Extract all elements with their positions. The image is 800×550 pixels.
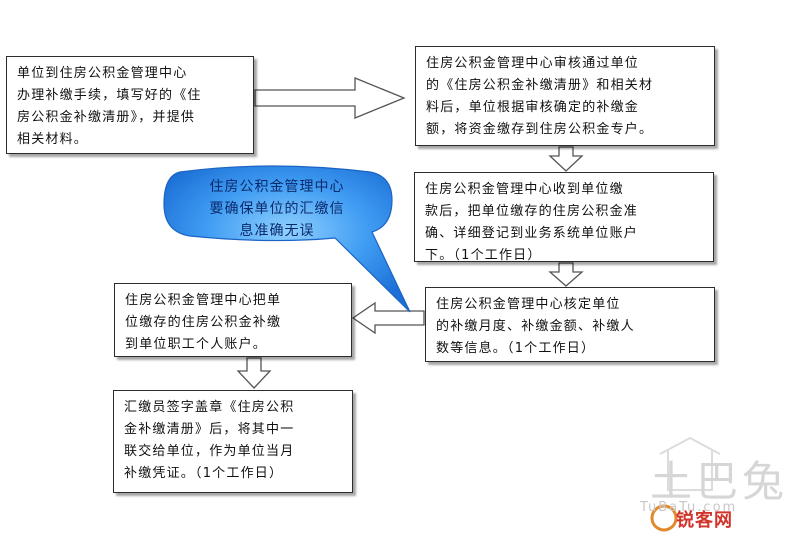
arrow-left-1 (351, 301, 425, 335)
watermark-logo-icon (650, 504, 678, 532)
step-box-line: 位缴存的住房公积金补缴 (125, 315, 282, 330)
arrow-down-1 (548, 146, 584, 172)
step-box-line: 下。（1个工作日） (425, 248, 542, 263)
watermark-house-icon (659, 436, 721, 491)
step-box-line: 金补缴清册》后，将其中一 (124, 422, 295, 437)
step-box-line: 联交给单位，作为单位当月 (124, 444, 295, 459)
callout-note: 住房公积金管理中心 要确保单位的汇缴信 息准确无误 (168, 176, 386, 242)
callout-line: 住房公积金管理中心 (209, 179, 345, 195)
watermark-subtext: TuBaTu.com (640, 500, 738, 515)
callout-line: 要确保单位的汇缴信 (209, 201, 345, 217)
callout-bubble (163, 165, 411, 313)
step-box-line: 房公积金补缴清册》，并提供 (17, 110, 196, 125)
arrow-right-1 (254, 77, 406, 119)
step-box-apply: 单位到住房公积金管理中心 办理补缴手续，填写好的《住 房公积金补缴清册》，并提供… (6, 56, 254, 154)
step-box-line: 数等信息。（1个工作日） (436, 341, 596, 356)
step-box-line: 住房公积金管理中心收到单位缴 (425, 182, 624, 197)
step-box-line: 到单位职工个人账户。 (125, 337, 268, 352)
step-box-line: 住房公积金管理中心核定单位 (436, 297, 621, 312)
step-box-line: 料后，单位根据审核确定的补缴金 (426, 100, 640, 115)
watermark-text: 土巴兔 (650, 457, 789, 506)
step-box-line: 的《住房公积金补缴清册》和相关材 (426, 78, 654, 93)
step-box-line: 住房公积金管理中心审核通过单位 (426, 56, 640, 71)
step-box-line: 额，将资金缴存到住房公积金专户。 (426, 122, 654, 137)
step-box-register: 住房公积金管理中心收到单位缴 款后，把单位缴存的住房公积金准 确、详细登记到业务… (414, 172, 714, 263)
arrow-down-3 (236, 357, 272, 389)
watermark-logo-label: 锐客网 (676, 510, 733, 531)
step-box-line: 确、详细登记到业务系统单位账户 (425, 226, 639, 241)
step-box-line: 相关材料。 (17, 132, 89, 147)
step-box-line: 的补缴月度、补缴金额、补缴人 (436, 319, 635, 334)
callout-line: 息准确无误 (239, 223, 315, 239)
step-box-sign-voucher: 汇缴员签字盖章《住房公积 金补缴清册》后，将其中一 联交给单位，作为单位当月 补… (113, 390, 353, 493)
step-box-line: 住房公积金管理中心把单 (125, 293, 282, 308)
step-box-line: 汇缴员签字盖章《住房公积 (124, 400, 295, 415)
step-box-line: 补缴凭证。（1个工作日） (124, 466, 284, 481)
step-box-line: 款后，把单位缴存的住房公积金准 (425, 204, 639, 219)
step-box-line: 单位到住房公积金管理中心 (17, 66, 188, 81)
step-box-verify: 住房公积金管理中心核定单位 的补缴月度、补缴金额、补缴人 数等信息。（1个工作日… (425, 287, 715, 362)
arrow-down-2 (548, 262, 584, 287)
step-box-line: 办理补缴手续，填写好的《住 (17, 88, 202, 103)
step-box-review-deposit: 住房公积金管理中心审核通过单位 的《住房公积金补缴清册》和相关材 料后，单位根据… (415, 46, 715, 146)
step-box-allocate: 住房公积金管理中心把单 位缴存的住房公积金补缴 到单位职工个人账户。 (114, 283, 352, 357)
